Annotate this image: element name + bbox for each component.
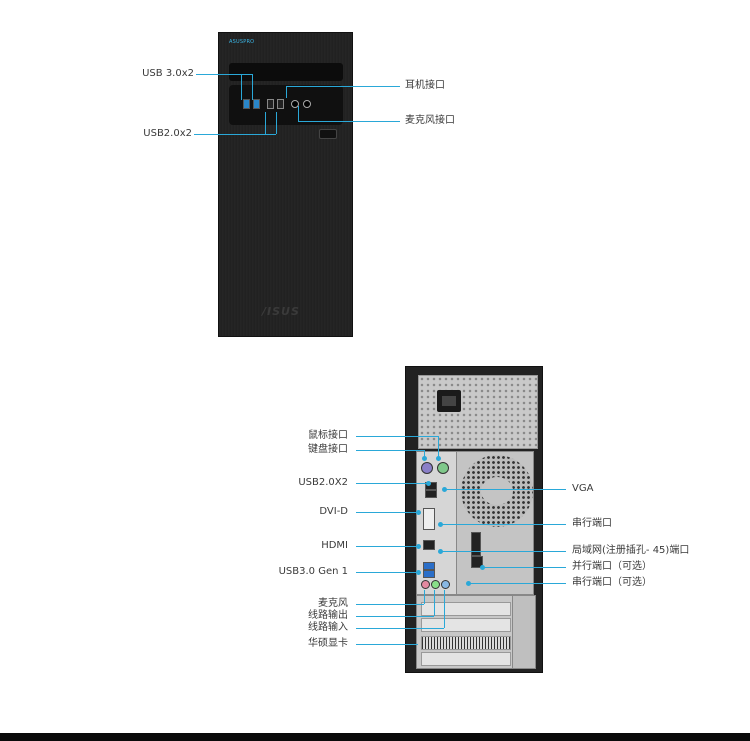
leader-line (356, 483, 428, 484)
rear-usb2-port (425, 490, 437, 498)
leader-line (438, 436, 439, 458)
label-rear-gpu: 华硕显卡 (308, 638, 348, 649)
expansion-slot (421, 602, 511, 616)
leader-dot (426, 481, 431, 486)
label-rear-keyboard: 键盘接口 (308, 444, 348, 455)
label-rear-mouse: 鼠标接口 (308, 430, 348, 441)
label-rear-dvi: DVI-D (319, 506, 348, 517)
leader-line (356, 644, 418, 645)
leader-dot (422, 456, 427, 461)
leader-line (440, 551, 566, 552)
leader-dot (416, 570, 421, 575)
leader-line (444, 489, 566, 490)
leader-line (241, 74, 242, 100)
label-rear-serial: 串行端口 (572, 518, 612, 529)
rear-usb3-port (423, 562, 435, 570)
rear-tower-image (405, 366, 543, 673)
leader-line (276, 112, 277, 134)
line-out-jack (431, 580, 440, 589)
leader-dot (480, 565, 485, 570)
label-rear-vga: VGA (572, 483, 594, 494)
label-rear-parallel-optional: 并行端口（可选） (572, 561, 652, 572)
leader-line (265, 112, 266, 134)
leader-dot (466, 581, 471, 586)
vga-port (471, 532, 481, 556)
rear-usb3-port (423, 570, 435, 578)
rear-usb2-port (425, 482, 437, 490)
leader-line (194, 134, 276, 135)
leader-dot (438, 549, 443, 554)
leader-line (356, 512, 418, 513)
leader-dot (438, 522, 443, 527)
leader-line (356, 450, 424, 451)
leader-line (286, 86, 287, 98)
front-usb2-port (277, 99, 284, 109)
label-rear-lan: 局域网(注册插孔- 45)端口 (572, 545, 690, 556)
leader-line (424, 590, 425, 604)
mic-jack (421, 580, 430, 589)
leader-line (252, 74, 253, 100)
leader-line (356, 616, 434, 617)
front-brand-logo: ASUSPRO (229, 39, 255, 45)
ps2-mouse-port (437, 462, 449, 474)
label-rear-usb30: USB3.0 Gen 1 (278, 566, 348, 577)
leader-line (482, 567, 566, 568)
front-mic-jack (303, 100, 311, 108)
dvi-port (423, 508, 435, 530)
front-tower-image: ASUSPRO /ISUS (218, 32, 353, 337)
label-rear-line-out: 线路输出 (308, 610, 348, 621)
leader-line (356, 628, 444, 629)
leader-line (468, 583, 566, 584)
leader-line (196, 74, 252, 75)
leader-dot (416, 544, 421, 549)
hdmi-port (423, 540, 435, 550)
label-front-headphone: 耳机接口 (405, 80, 445, 91)
leader-line (298, 121, 400, 122)
front-usb3-port (253, 99, 260, 109)
rear-io-shield (416, 451, 458, 595)
label-front-usb30: USB 3.0x2 (142, 68, 194, 79)
leader-line (440, 524, 566, 525)
optical-drive-bay (229, 63, 343, 81)
front-usb3-port (243, 99, 250, 109)
expansion-slot (421, 618, 511, 632)
leader-line (434, 590, 435, 616)
asus-logo: /ISUS (262, 305, 300, 318)
gpu-slot (421, 636, 511, 650)
label-front-usb20: USB2.0x2 (143, 128, 192, 139)
power-button (319, 129, 337, 139)
leader-line (286, 86, 400, 87)
line-in-jack (441, 580, 450, 589)
power-supply (418, 375, 538, 449)
label-front-mic: 麦克风接口 (405, 115, 455, 126)
bottom-bar (0, 733, 750, 741)
leader-line (356, 572, 418, 573)
power-socket (437, 390, 461, 412)
leader-line (424, 450, 425, 458)
leader-dot (416, 510, 421, 515)
leader-line (356, 546, 418, 547)
label-rear-mic: 麦克风 (318, 598, 348, 609)
rear-side-bracket (512, 595, 536, 669)
label-rear-serial-optional: 串行端口（可选） (572, 577, 652, 588)
leader-line (298, 106, 299, 121)
label-rear-line-in: 线路输入 (308, 622, 348, 633)
front-usb2-port (267, 99, 274, 109)
leader-line (444, 590, 445, 628)
leader-line (356, 436, 438, 437)
expansion-slots (416, 595, 514, 669)
leader-dot (436, 456, 441, 461)
ps2-keyboard-port (421, 462, 433, 474)
fan-hub (481, 477, 513, 505)
leader-line (356, 604, 424, 605)
leader-dot (442, 487, 447, 492)
label-rear-usb20: USB2.0X2 (298, 477, 348, 488)
expansion-slot (421, 652, 511, 666)
front-headphone-jack (291, 100, 299, 108)
label-rear-hdmi: HDMI (321, 540, 348, 551)
